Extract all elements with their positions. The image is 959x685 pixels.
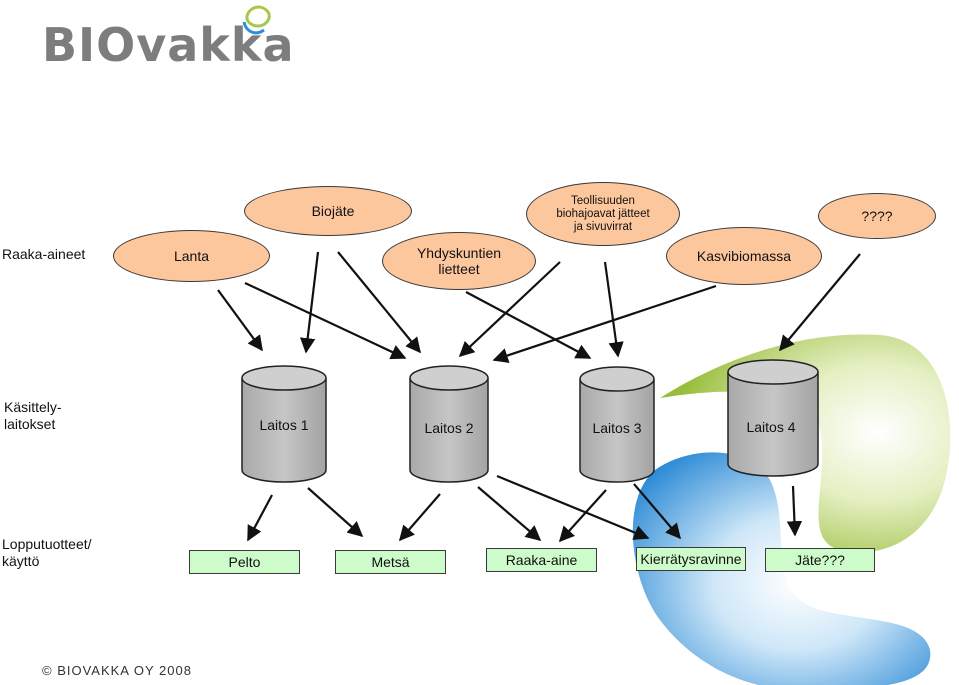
source-kasvibiomassa: Kasvibiomassa: [666, 227, 822, 285]
product-pelto: Pelto: [189, 550, 300, 574]
source-lanta-label: Lanta: [173, 248, 210, 264]
source-yhdyskunta-line1: Yhdyskuntien: [416, 245, 502, 261]
source-teollisuus-line2: biohajoavat jätteet: [556, 207, 650, 220]
plant-2-cylinder: [409, 365, 489, 483]
logo-mark-icon: [242, 5, 271, 35]
row-label-processing-line2: laitokset: [4, 416, 56, 432]
product-jate: Jäte???: [765, 548, 875, 572]
product-metsa: Metsä: [335, 550, 446, 574]
source-yhdyskunta-line2: lietteet: [438, 261, 480, 277]
plant-2-label: Laitos 2: [424, 420, 474, 436]
product-arrows: [247, 474, 803, 543]
row-label-end-line2: käyttö: [2, 553, 40, 569]
plant-3-label: Laitos 3: [592, 420, 642, 436]
source-teollisuus: Teollisuuden biohajoavat jätteet ja sivu…: [526, 182, 680, 246]
plant-4-cylinder: [727, 359, 819, 477]
copyright-text: © BIOVAKKA OY 2008: [42, 663, 192, 678]
source-biojate-label: Biojäte: [311, 203, 355, 219]
plant-1-label: Laitos 1: [259, 417, 309, 433]
plant-3-cylinder: [579, 366, 655, 483]
logo-text: BIOvakka: [42, 18, 295, 72]
product-kierratysravinne: Kierrätysravinne: [636, 547, 746, 571]
source-unknown-label: ????: [861, 208, 893, 224]
source-arrows: [217, 251, 861, 363]
plant-4-label: Laitos 4: [746, 419, 796, 435]
product-raaka-aine: Raaka-aine: [486, 548, 597, 572]
source-teollisuus-line3: ja sivuvirrat: [573, 220, 633, 233]
source-kasvibiomassa-label: Kasvibiomassa: [696, 248, 792, 264]
row-label-processing-line1: Käsittely-: [4, 399, 62, 415]
source-teollisuus-line1: Teollisuuden: [571, 194, 635, 207]
row-label-end: Lopputuotteet/ käyttö: [2, 536, 92, 570]
plant-1-cylinder: [241, 365, 327, 483]
source-lanta: Lanta: [113, 230, 270, 282]
row-label-processing: Käsittely- laitokset: [4, 399, 62, 433]
source-unknown: ????: [818, 193, 936, 239]
row-label-raw: Raaka-aineet: [2, 246, 86, 262]
source-biojate: Biojäte: [244, 186, 412, 236]
row-label-end-line1: Lopputuotteet/: [2, 536, 92, 552]
source-yhdyskunta: Yhdyskuntien lietteet: [382, 232, 536, 290]
